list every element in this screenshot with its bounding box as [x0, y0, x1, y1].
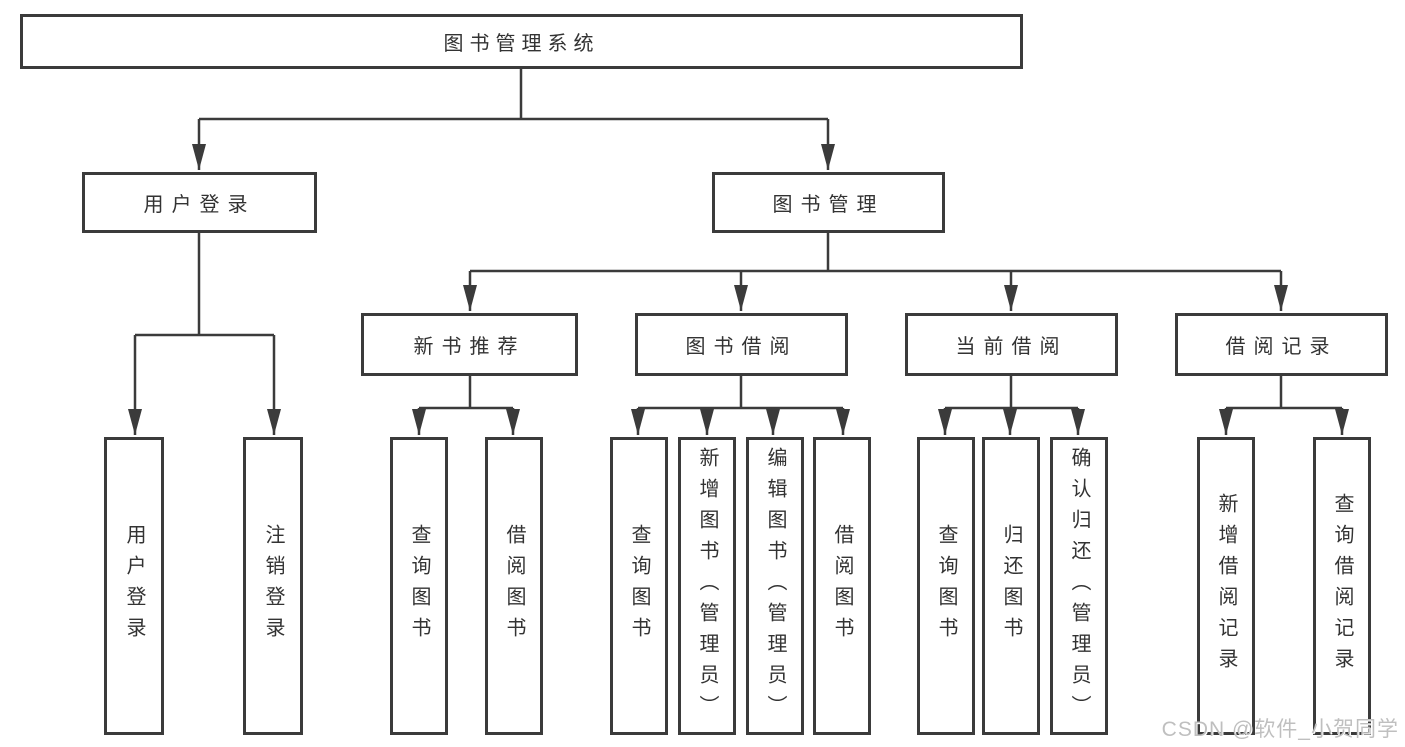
leaf-borrow-books: 借阅图书 — [813, 437, 871, 735]
node-book-management: 图书管理 — [712, 172, 945, 233]
leaf-logout: 注销登录 — [243, 437, 303, 735]
leaf-query-books-current: 查询图书 — [917, 437, 975, 735]
leaf-add-books-admin: 新增图书（管理员） — [678, 437, 736, 735]
node-book-borrow: 图书借阅 — [635, 313, 848, 376]
node-current-borrow: 当前借阅 — [905, 313, 1118, 376]
leaf-query-borrow-record: 查询借阅记录 — [1313, 437, 1371, 735]
leaf-query-books-recommend: 查询图书 — [390, 437, 448, 735]
leaf-edit-books-admin: 编辑图书（管理员） — [746, 437, 804, 735]
leaf-add-borrow-record: 新增借阅记录 — [1197, 437, 1255, 735]
leaf-user-login: 用户登录 — [104, 437, 164, 735]
leaf-query-books-borrow: 查询图书 — [610, 437, 668, 735]
node-borrow-records: 借阅记录 — [1175, 313, 1388, 376]
node-library-system: 图书管理系统 — [20, 14, 1023, 69]
leaf-borrow-books-recommend: 借阅图书 — [485, 437, 543, 735]
node-new-book-recommend: 新书推荐 — [361, 313, 578, 376]
leaf-confirm-return-admin: 确认归还（管理员） — [1050, 437, 1108, 735]
csdn-watermark: CSDN @软件_小贺同学 — [1161, 718, 1399, 741]
leaf-return-books: 归还图书 — [982, 437, 1040, 735]
node-user-login: 用户登录 — [82, 172, 317, 233]
